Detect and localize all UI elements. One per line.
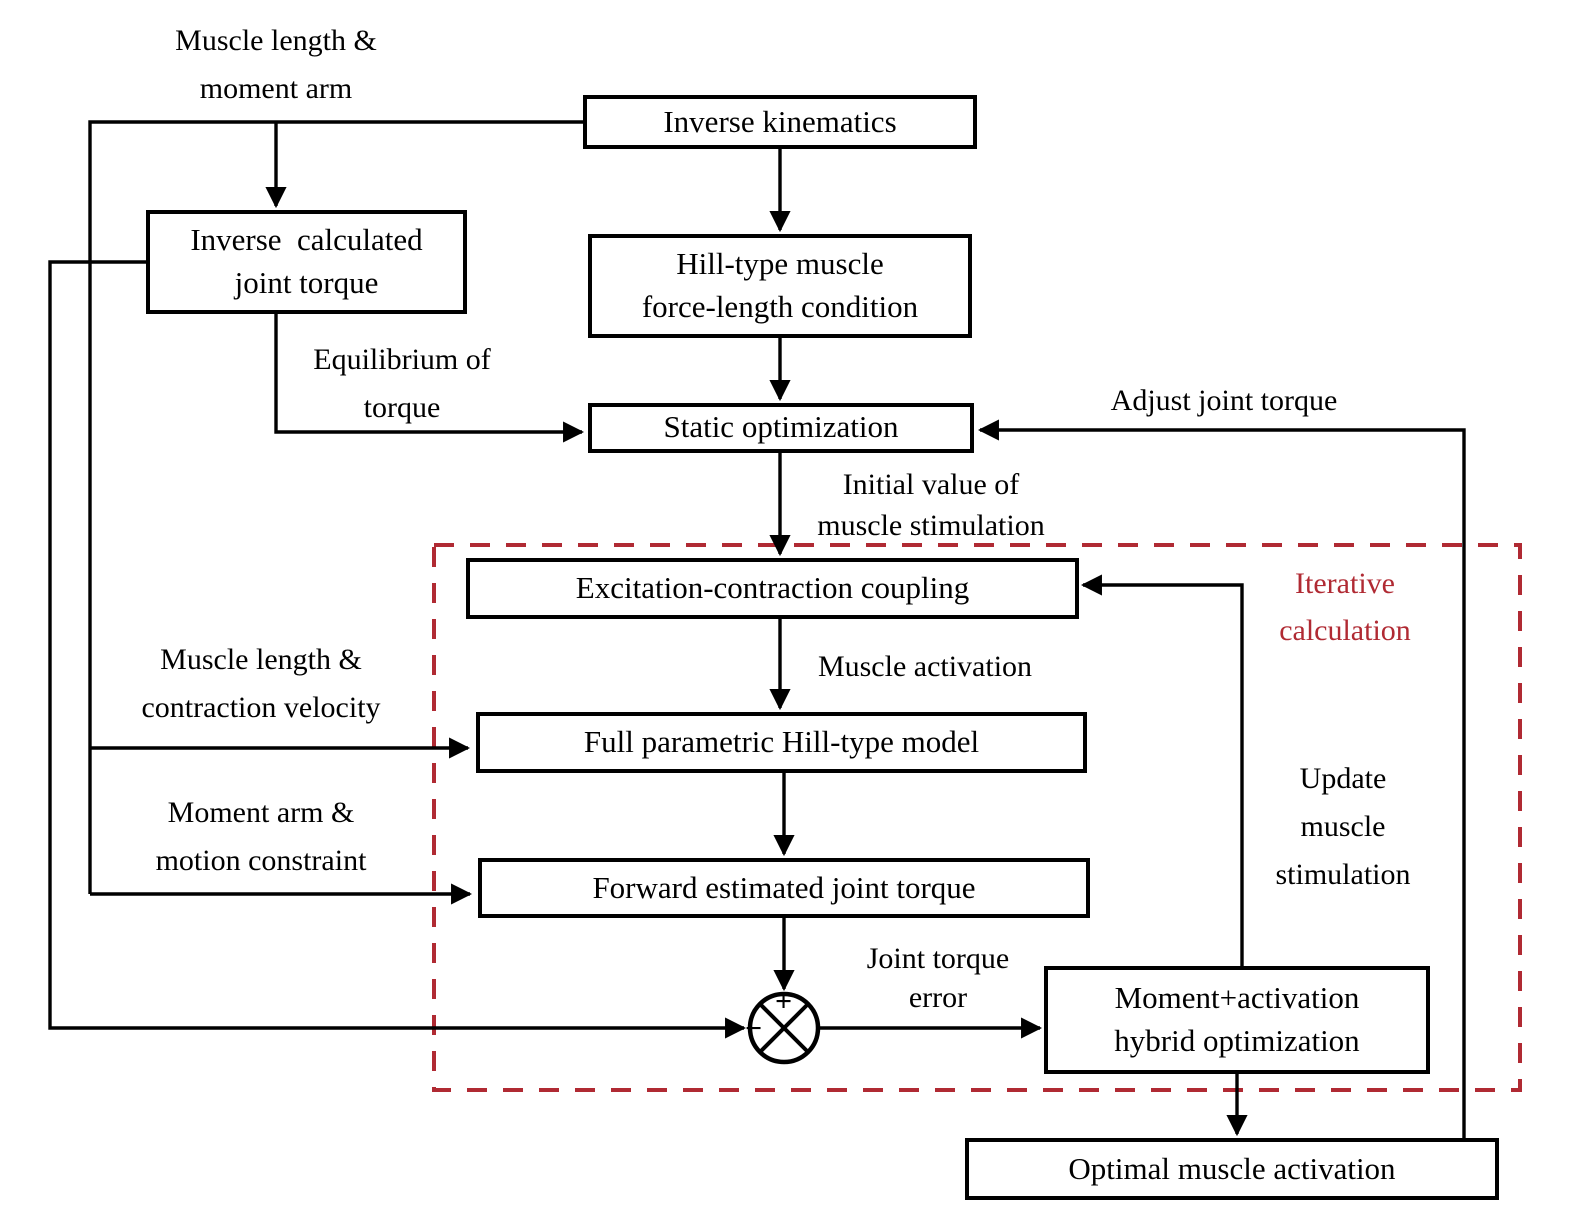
box-label-optimal-muscle-activation: Optimal muscle activation — [1068, 1150, 1396, 1186]
summing-junction[interactable] — [747, 991, 821, 1065]
edge-hybrid-optimization-to-ecc-update — [1080, 574, 1244, 968]
box-label-inverse-kinematics: Inverse kinematics — [663, 103, 897, 139]
edge-ik-to-left-rail — [88, 120, 585, 748]
box-label-full-parametric-hill-type-model: Full parametric Hill-type model — [583, 724, 980, 760]
edge-inverse-torque-to-summing-junction — [48, 260, 747, 1039]
box-inverse-kinematics[interactable] — [583, 95, 977, 149]
box-label-hill-type-muscle-force-length-condition: Hill-type muscle force-length condition — [641, 246, 919, 324]
box-optimal-muscle-activation[interactable] — [965, 1138, 1499, 1200]
box-label-static-optimization: Static optimization — [663, 408, 899, 444]
summing-junction-minus-sign: − — [745, 1012, 763, 1045]
box-excitation-contraction-coupling[interactable] — [466, 558, 1079, 619]
box-full-parametric-hill-type-model[interactable] — [476, 712, 1087, 773]
iterative-calculation-region-border — [432, 543, 1522, 1092]
summing-junction-cross-b — [758, 1002, 810, 1054]
box-label-excitation-contraction-coupling: Excitation-contraction coupling — [575, 570, 970, 606]
box-label-forward-estimated-joint-torque: Forward estimated joint torque — [592, 869, 976, 905]
box-label-moment-activation-hybrid-optimization: Moment+activation hybrid optimization — [1114, 980, 1360, 1058]
box-moment-activation-hybrid-optimization[interactable] — [1044, 966, 1430, 1074]
summing-junction-plus-sign: + — [775, 985, 793, 1018]
edge-inverse-torque-to-static-optimization — [274, 312, 585, 443]
box-static-optimization[interactable] — [588, 403, 974, 453]
box-inverse-calculated-joint-torque[interactable] — [146, 210, 467, 314]
box-forward-estimated-joint-torque[interactable] — [478, 858, 1090, 918]
edge-optimal-activation-to-static-optimization — [977, 419, 1466, 1169]
box-hill-type-muscle-force-length-condition[interactable] — [588, 234, 972, 338]
box-label-inverse-calculated-joint-torque: Inverse calculated joint torque — [190, 222, 423, 300]
